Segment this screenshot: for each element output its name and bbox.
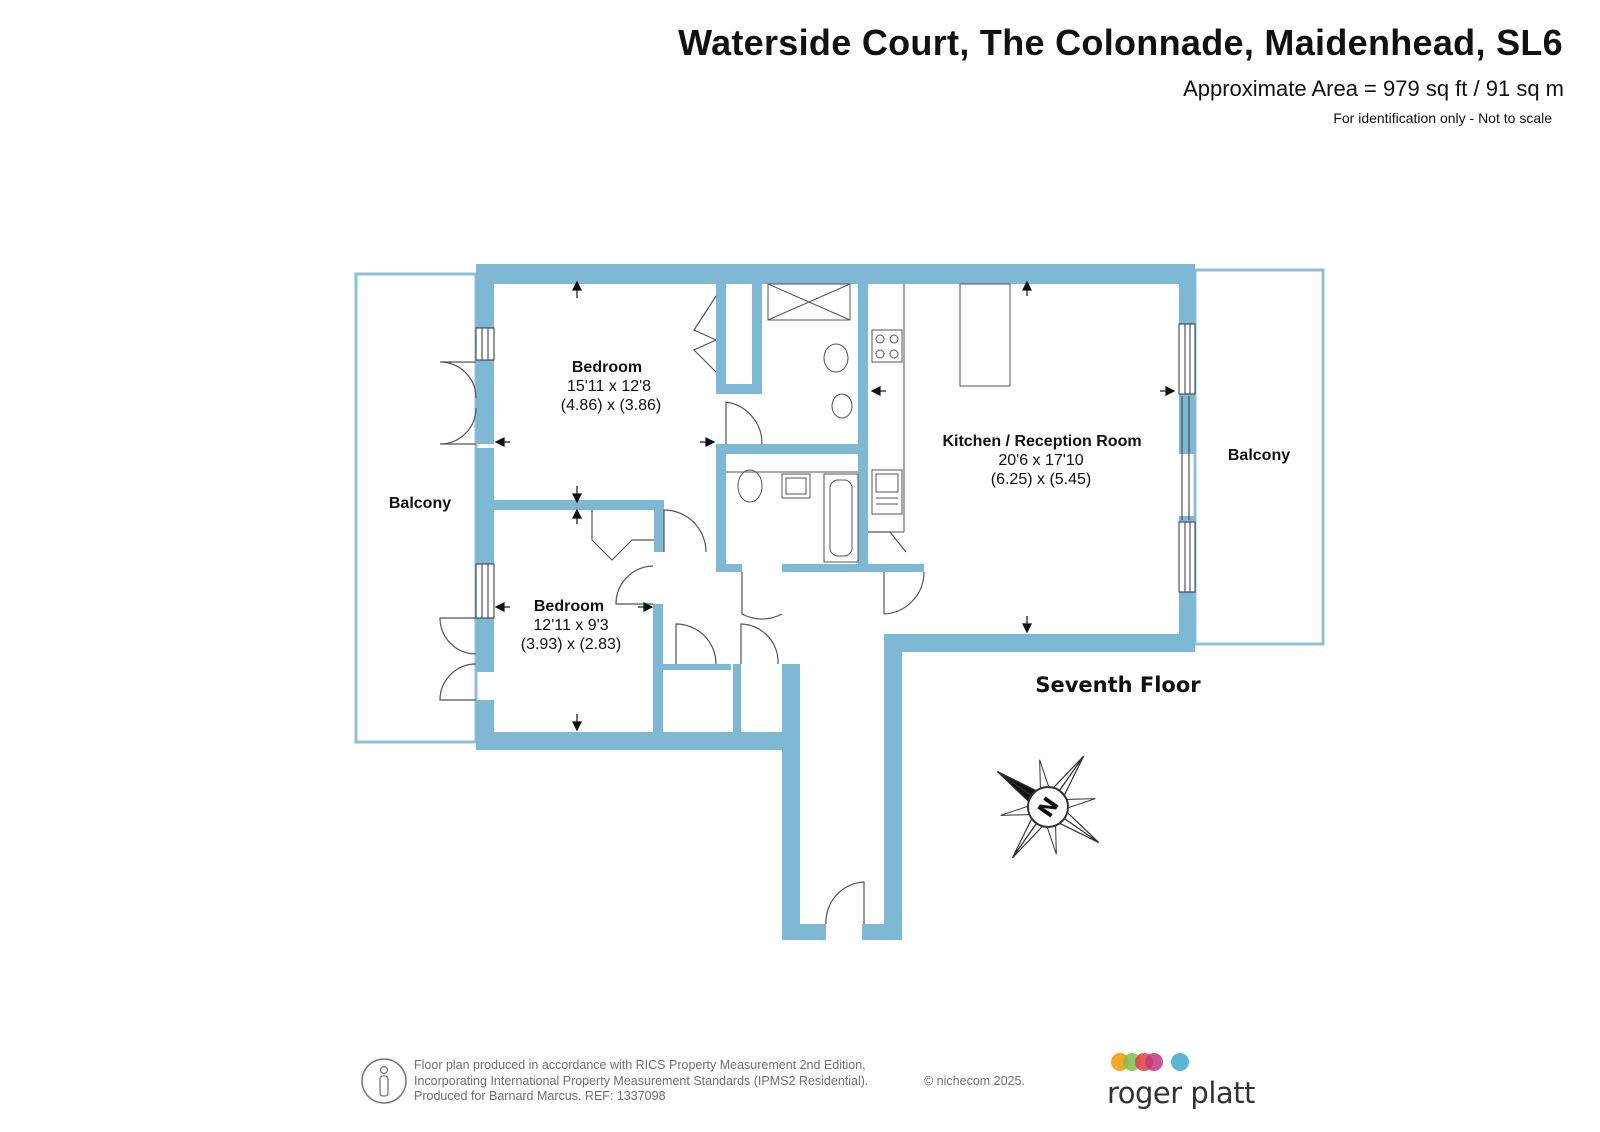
- plan-title: Waterside Court, The Colonnade, Maidenhe…: [678, 22, 1563, 63]
- walls: [476, 264, 1195, 940]
- room-bedroom-1: Bedroom 15'11 x 12'8 (4.86) x (3.86): [561, 359, 661, 414]
- dimension-arrows: [494, 280, 1176, 732]
- windows: [475, 323, 1196, 619]
- floor-label: Seventh Floor: [1035, 673, 1201, 697]
- kitchen-sink: [871, 469, 903, 515]
- basin-1: [831, 393, 853, 419]
- kitchen-island: [959, 283, 1011, 387]
- footer-disclaimer: Floor plan produced in accordance with R…: [414, 1058, 868, 1105]
- shower-tray: [767, 283, 851, 321]
- kitchen-fixtures: [868, 283, 1011, 533]
- toilet-1: [823, 343, 849, 373]
- person-info-icon: [361, 1058, 407, 1104]
- balcony-left-label: Balcony: [389, 495, 451, 512]
- footer-line-1: Floor plan produced in accordance with R…: [414, 1058, 866, 1072]
- room-name: Kitchen / Reception Room: [942, 433, 1141, 450]
- room-size-metric: (6.25) x (5.45): [991, 471, 1091, 488]
- room-kitchen-reception: Kitchen / Reception Room 20'6 x 17'10 (6…: [942, 433, 1141, 488]
- room-bedroom-2: Bedroom 12'11 x 9'3 (3.93) x (2.83): [521, 598, 621, 653]
- brand-logo-dots: [1111, 1053, 1189, 1071]
- footer-line-3: Produced for Barnard Marcus. REF: 133709…: [414, 1089, 666, 1103]
- basin-2: [781, 473, 811, 499]
- footer-copyright: © nichecom 2025.: [924, 1074, 1025, 1088]
- balcony-right: [1193, 268, 1325, 646]
- brand-name: roger platt: [1107, 1076, 1255, 1110]
- balcony-right-label: Balcony: [1228, 447, 1290, 464]
- scale-note: For identification only - Not to scale: [1333, 110, 1552, 126]
- room-size-metric: (3.93) x (2.83): [521, 636, 621, 653]
- compass-rose-icon: N: [996, 755, 1100, 859]
- door-swings: [439, 295, 925, 925]
- footer-line-2: Incorporating International Property Mea…: [414, 1073, 869, 1088]
- room-name: Bedroom: [534, 598, 604, 615]
- room-size-imperial: 20'6 x 17'10: [998, 452, 1083, 469]
- toilet-2: [737, 469, 763, 503]
- room-size-imperial: 12'11 x 9'3: [533, 617, 608, 634]
- room-size-imperial: 15'11 x 12'8: [567, 378, 651, 395]
- bathtub: [823, 473, 859, 563]
- room-name: Bedroom: [572, 359, 642, 376]
- approximate-area: Approximate Area = 979 sq ft / 91 sq m: [1183, 76, 1564, 101]
- bathroom-fixtures: [726, 283, 859, 563]
- room-size-metric: (4.86) x (3.86): [561, 397, 661, 414]
- hob: [871, 329, 903, 363]
